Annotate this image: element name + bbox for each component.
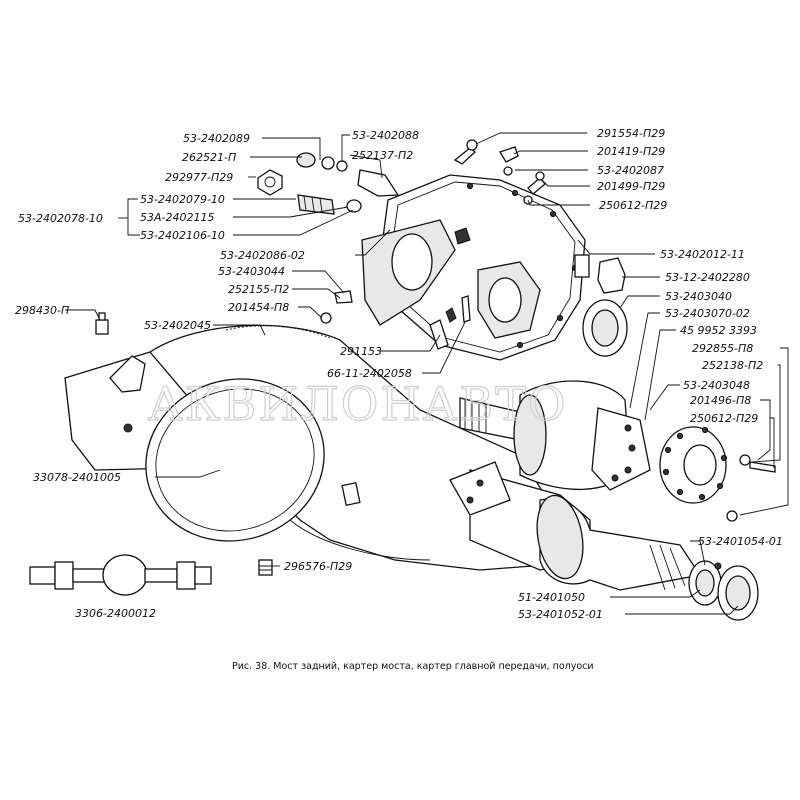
label-53-12-2402280: 53-12-2402280 xyxy=(665,271,750,284)
label-66-11-2402058: 66-11-2402058 xyxy=(327,367,412,380)
label-292977-p29: 292977-П29 xyxy=(165,171,233,184)
label-53-2401052-01: 53-2401052-01 xyxy=(518,608,603,621)
label-53-2402086-02: 53-2402086-02 xyxy=(220,249,305,262)
label-252137-p2: 252137-П2 xyxy=(352,149,413,162)
label-53-2402078-10: 53-2402078-10 xyxy=(18,212,103,225)
axle-shaft-and-hub xyxy=(459,380,776,621)
small-parts-top xyxy=(95,139,628,576)
axle-housing xyxy=(64,324,591,571)
label-201419-p29: 201419-П29 xyxy=(597,145,665,158)
label-201454-p8: 201454-П8 xyxy=(228,301,289,314)
label-51-2401050: 51-2401050 xyxy=(518,591,585,604)
label-53-2403070-02: 53-2403070-02 xyxy=(665,307,750,320)
label-53-2402087: 53-2402087 xyxy=(597,164,664,177)
label-53-2402045: 53-2402045 xyxy=(144,319,211,332)
label-53-2402089: 53-2402089 xyxy=(183,132,250,145)
label-250612-p29-top: 250612-П29 xyxy=(599,199,667,212)
axle-thumbnail xyxy=(29,554,212,596)
label-53-2401054-01: 53-2401054-01 xyxy=(698,535,783,548)
label-53-2403048: 53-2403048 xyxy=(683,379,750,392)
part-labels: 53-2402089 262521-П 292977-П29 53-240207… xyxy=(15,127,783,621)
label-262521-p: 262521-П xyxy=(182,151,236,164)
label-296576-p29: 296576-П29 xyxy=(284,560,352,573)
figure-caption: Рис. 38. Мост задний, картер моста, карт… xyxy=(232,661,594,672)
label-53-2402088: 53-2402088 xyxy=(352,129,419,142)
label-3306-2400012: 3306-2400012 xyxy=(75,607,156,620)
differential-carrier xyxy=(361,174,590,361)
label-53-2402012-11: 53-2402012-11 xyxy=(660,248,745,261)
label-292855-p8: 292855-П8 xyxy=(692,342,753,355)
label-298430-p: 298430-П xyxy=(15,304,69,317)
label-53a-2402115: 53А-2402115 xyxy=(140,211,214,224)
label-291153: 291153 xyxy=(340,345,382,358)
label-53-2403044: 53-2403044 xyxy=(218,265,285,278)
label-45-9952-3393: 45 9952 3393 xyxy=(680,324,757,337)
watermark-text: АКВИЛОНАВТО xyxy=(148,377,568,431)
label-252155-p2: 252155-П2 xyxy=(228,283,289,296)
label-201499-p29: 201499-П29 xyxy=(597,180,665,193)
label-33078-2401005: 33078-2401005 xyxy=(33,471,121,484)
label-252138-p2: 252138-П2 xyxy=(702,359,763,372)
label-53-2403040: 53-2403040 xyxy=(665,290,732,303)
label-53-2402079-10: 53-2402079-10 xyxy=(140,193,225,206)
label-201496-p8: 201496-П8 xyxy=(690,394,751,407)
label-250612-p29-hub: 250612-П29 xyxy=(690,412,758,425)
leader-lines xyxy=(65,132,789,615)
label-53-2402106-10: 53-2402106-10 xyxy=(140,229,225,242)
label-291554-p29: 291554-П29 xyxy=(597,127,665,140)
